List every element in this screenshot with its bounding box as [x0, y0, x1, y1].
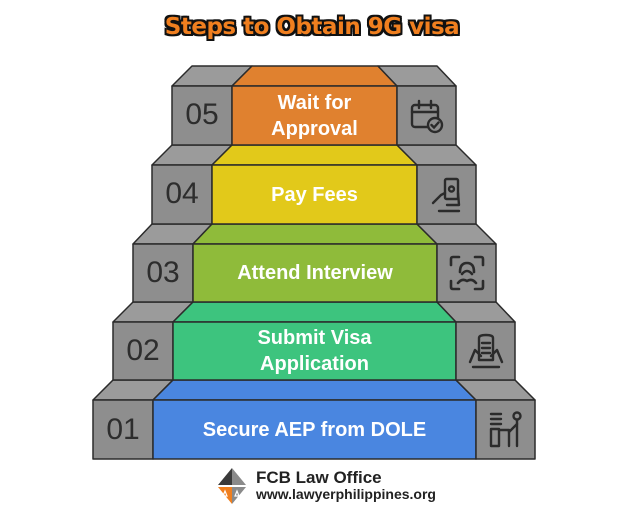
step-05 [171, 65, 457, 146]
person-at-desk-icon [476, 400, 536, 459]
step-label-02-line2: Application [260, 353, 369, 375]
step-label-04: Pay Fees [271, 183, 358, 206]
hand-holding-money-icon [417, 165, 477, 224]
hands-holding-document-icon [456, 322, 516, 380]
step-label-05: Wait for Approval [232, 86, 397, 145]
step-label-01: Secure AEP from DOLE [202, 418, 427, 441]
step-label-05-line2: Approval [271, 117, 358, 140]
step-number-04: 04 [165, 177, 199, 210]
step-label-03: Attend Interview [237, 262, 393, 284]
step-03 [132, 223, 497, 303]
step-number-01: 01 [106, 413, 140, 446]
step-label-02: Submit Visa Application [173, 322, 456, 380]
page-title: Steps to Obtain 9G visa [164, 14, 460, 40]
step-number-05: 05 [185, 98, 219, 131]
step-01 [92, 379, 536, 460]
step-04 [151, 144, 477, 225]
footer-website-link[interactable]: www.lawyerphilippines.org [256, 486, 436, 502]
step-number-03: 03 [146, 256, 180, 289]
footer-firm-name: FCB Law Office [256, 468, 382, 487]
fcb-logo-icon [218, 468, 246, 504]
step-label-02-line1: Submit Visa [257, 327, 372, 349]
face-scan-icon [437, 244, 497, 302]
step-number-02: 02 [126, 334, 160, 367]
calendar-check-icon [397, 86, 457, 145]
step-label-05-line1: Wait for [277, 91, 352, 114]
footer-branding: FCB Law Office www.lawyerphilippines.org [214, 466, 436, 506]
step-02 [112, 301, 516, 381]
